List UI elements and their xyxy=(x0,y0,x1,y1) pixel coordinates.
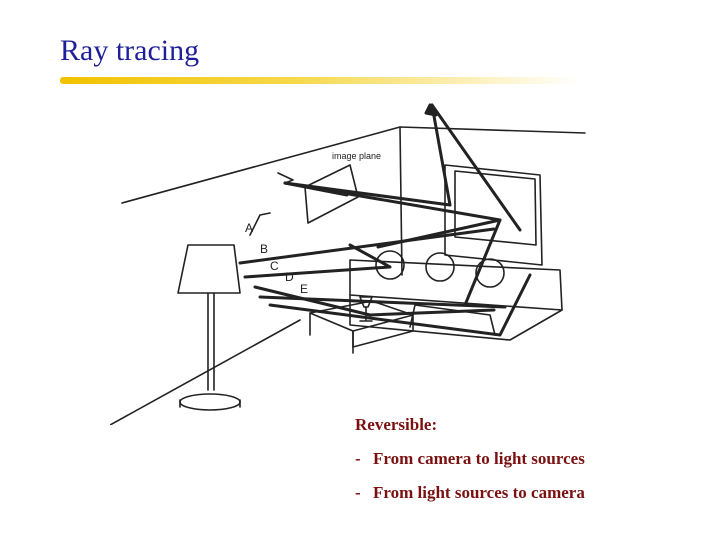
notes-panel: Reversible: -From camera to light source… xyxy=(355,415,585,517)
bullet-text: From light sources to camera xyxy=(373,483,585,502)
ray-a-arrow xyxy=(249,212,271,236)
bullet-dash: - xyxy=(355,449,361,468)
bullet-dash: - xyxy=(355,483,361,502)
note-bullet: -From camera to light sources xyxy=(355,449,585,469)
room-walls xyxy=(110,126,586,425)
ray-label-e: E xyxy=(300,282,308,296)
ray-label-d: D xyxy=(285,270,294,284)
room-sketch: image plane A B C D E xyxy=(110,103,586,425)
ray-label-a: A xyxy=(245,221,253,235)
notes-heading: Reversible: xyxy=(355,415,438,434)
rays xyxy=(238,103,532,337)
ray-label-b: B xyxy=(260,242,268,256)
title-underline xyxy=(60,77,580,84)
lamp xyxy=(177,244,241,411)
slide-title: Ray tracing xyxy=(60,34,200,67)
note-bullet: -From light sources to camera xyxy=(355,483,585,503)
bullet-text: From camera to light sources xyxy=(373,449,585,468)
image-plane-label: image plane xyxy=(332,151,381,161)
ray-label-c: C xyxy=(270,259,279,273)
image-plane: image plane xyxy=(277,151,381,224)
ray-labels: A B C D E xyxy=(245,221,308,296)
